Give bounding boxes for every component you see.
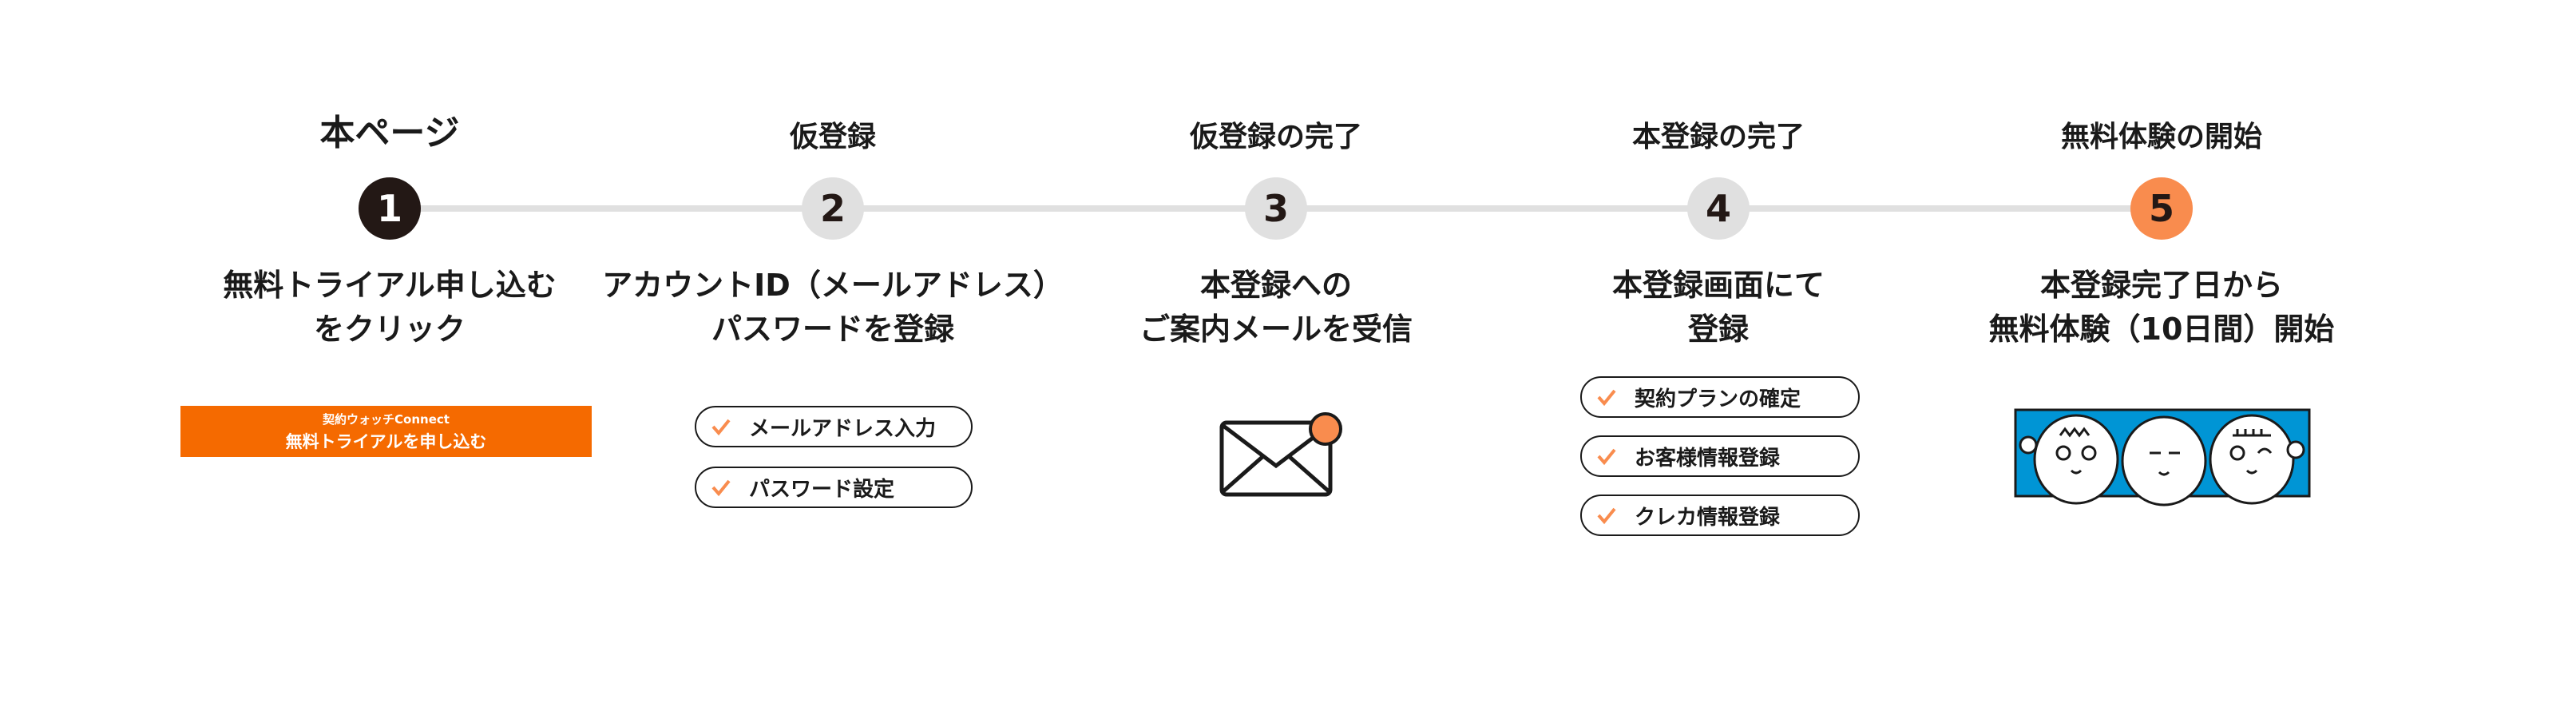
step-number-circle: 3 <box>1245 177 1307 240</box>
check-item-label: クレカ情報登録 <box>1635 505 1781 530</box>
step-number-circle: 5 <box>2130 177 2193 240</box>
cta-label: 無料トライアルを申し込む <box>285 432 487 451</box>
check-item-label: メールアドレス入力 <box>749 416 937 441</box>
check-icon <box>711 479 731 497</box>
check-item-email: メールアドレス入力 <box>695 406 973 447</box>
free-trial-apply-button[interactable]: 契約ウォッチConnect 無料トライアルを申し込む <box>180 406 592 457</box>
check-item-plan: 契約プランの確定 <box>1580 376 1860 418</box>
check-item-customer-info: お客様情報登録 <box>1580 435 1860 477</box>
check-icon <box>1597 507 1616 525</box>
check-icon <box>1597 448 1616 466</box>
check-item-label: お客様情報登録 <box>1635 446 1781 471</box>
step-description: 本登録へのご案内メールを受信 <box>1139 268 1413 347</box>
check-icon <box>1597 389 1616 407</box>
check-item-label: 契約プランの確定 <box>1635 387 1801 411</box>
mail-notification-icon <box>1219 412 1342 497</box>
step-description: アカウントID（メールアドレス）パスワードを登録 <box>602 268 1064 347</box>
step-number-circle: 2 <box>802 177 864 240</box>
check-item-password: パスワード設定 <box>695 467 973 508</box>
check-item-credit-card: クレカ情報登録 <box>1580 495 1860 536</box>
step-label: 無料体験の開始 <box>2060 121 2262 153</box>
mascot-illustration <box>2014 408 2311 506</box>
step-description: 本登録画面にて登録 <box>1611 268 1825 347</box>
step-number-circle: 1 <box>359 177 421 240</box>
check-icon <box>711 419 731 436</box>
step-description: 無料トライアル申し込むをクリック <box>223 268 557 347</box>
step-label: 仮登録の完了 <box>1189 121 1362 153</box>
step-label: 仮登録 <box>789 121 876 153</box>
cta-subtitle: 契約ウォッチConnect <box>323 412 450 427</box>
step-description: 本登録完了日から無料体験（10日間）開始 <box>1988 268 2335 347</box>
step-label: 本ページ <box>319 113 460 153</box>
check-item-label: パスワード設定 <box>749 477 895 502</box>
step-number-circle: 4 <box>1687 177 1750 240</box>
step-label: 本登録の完了 <box>1631 121 1805 153</box>
